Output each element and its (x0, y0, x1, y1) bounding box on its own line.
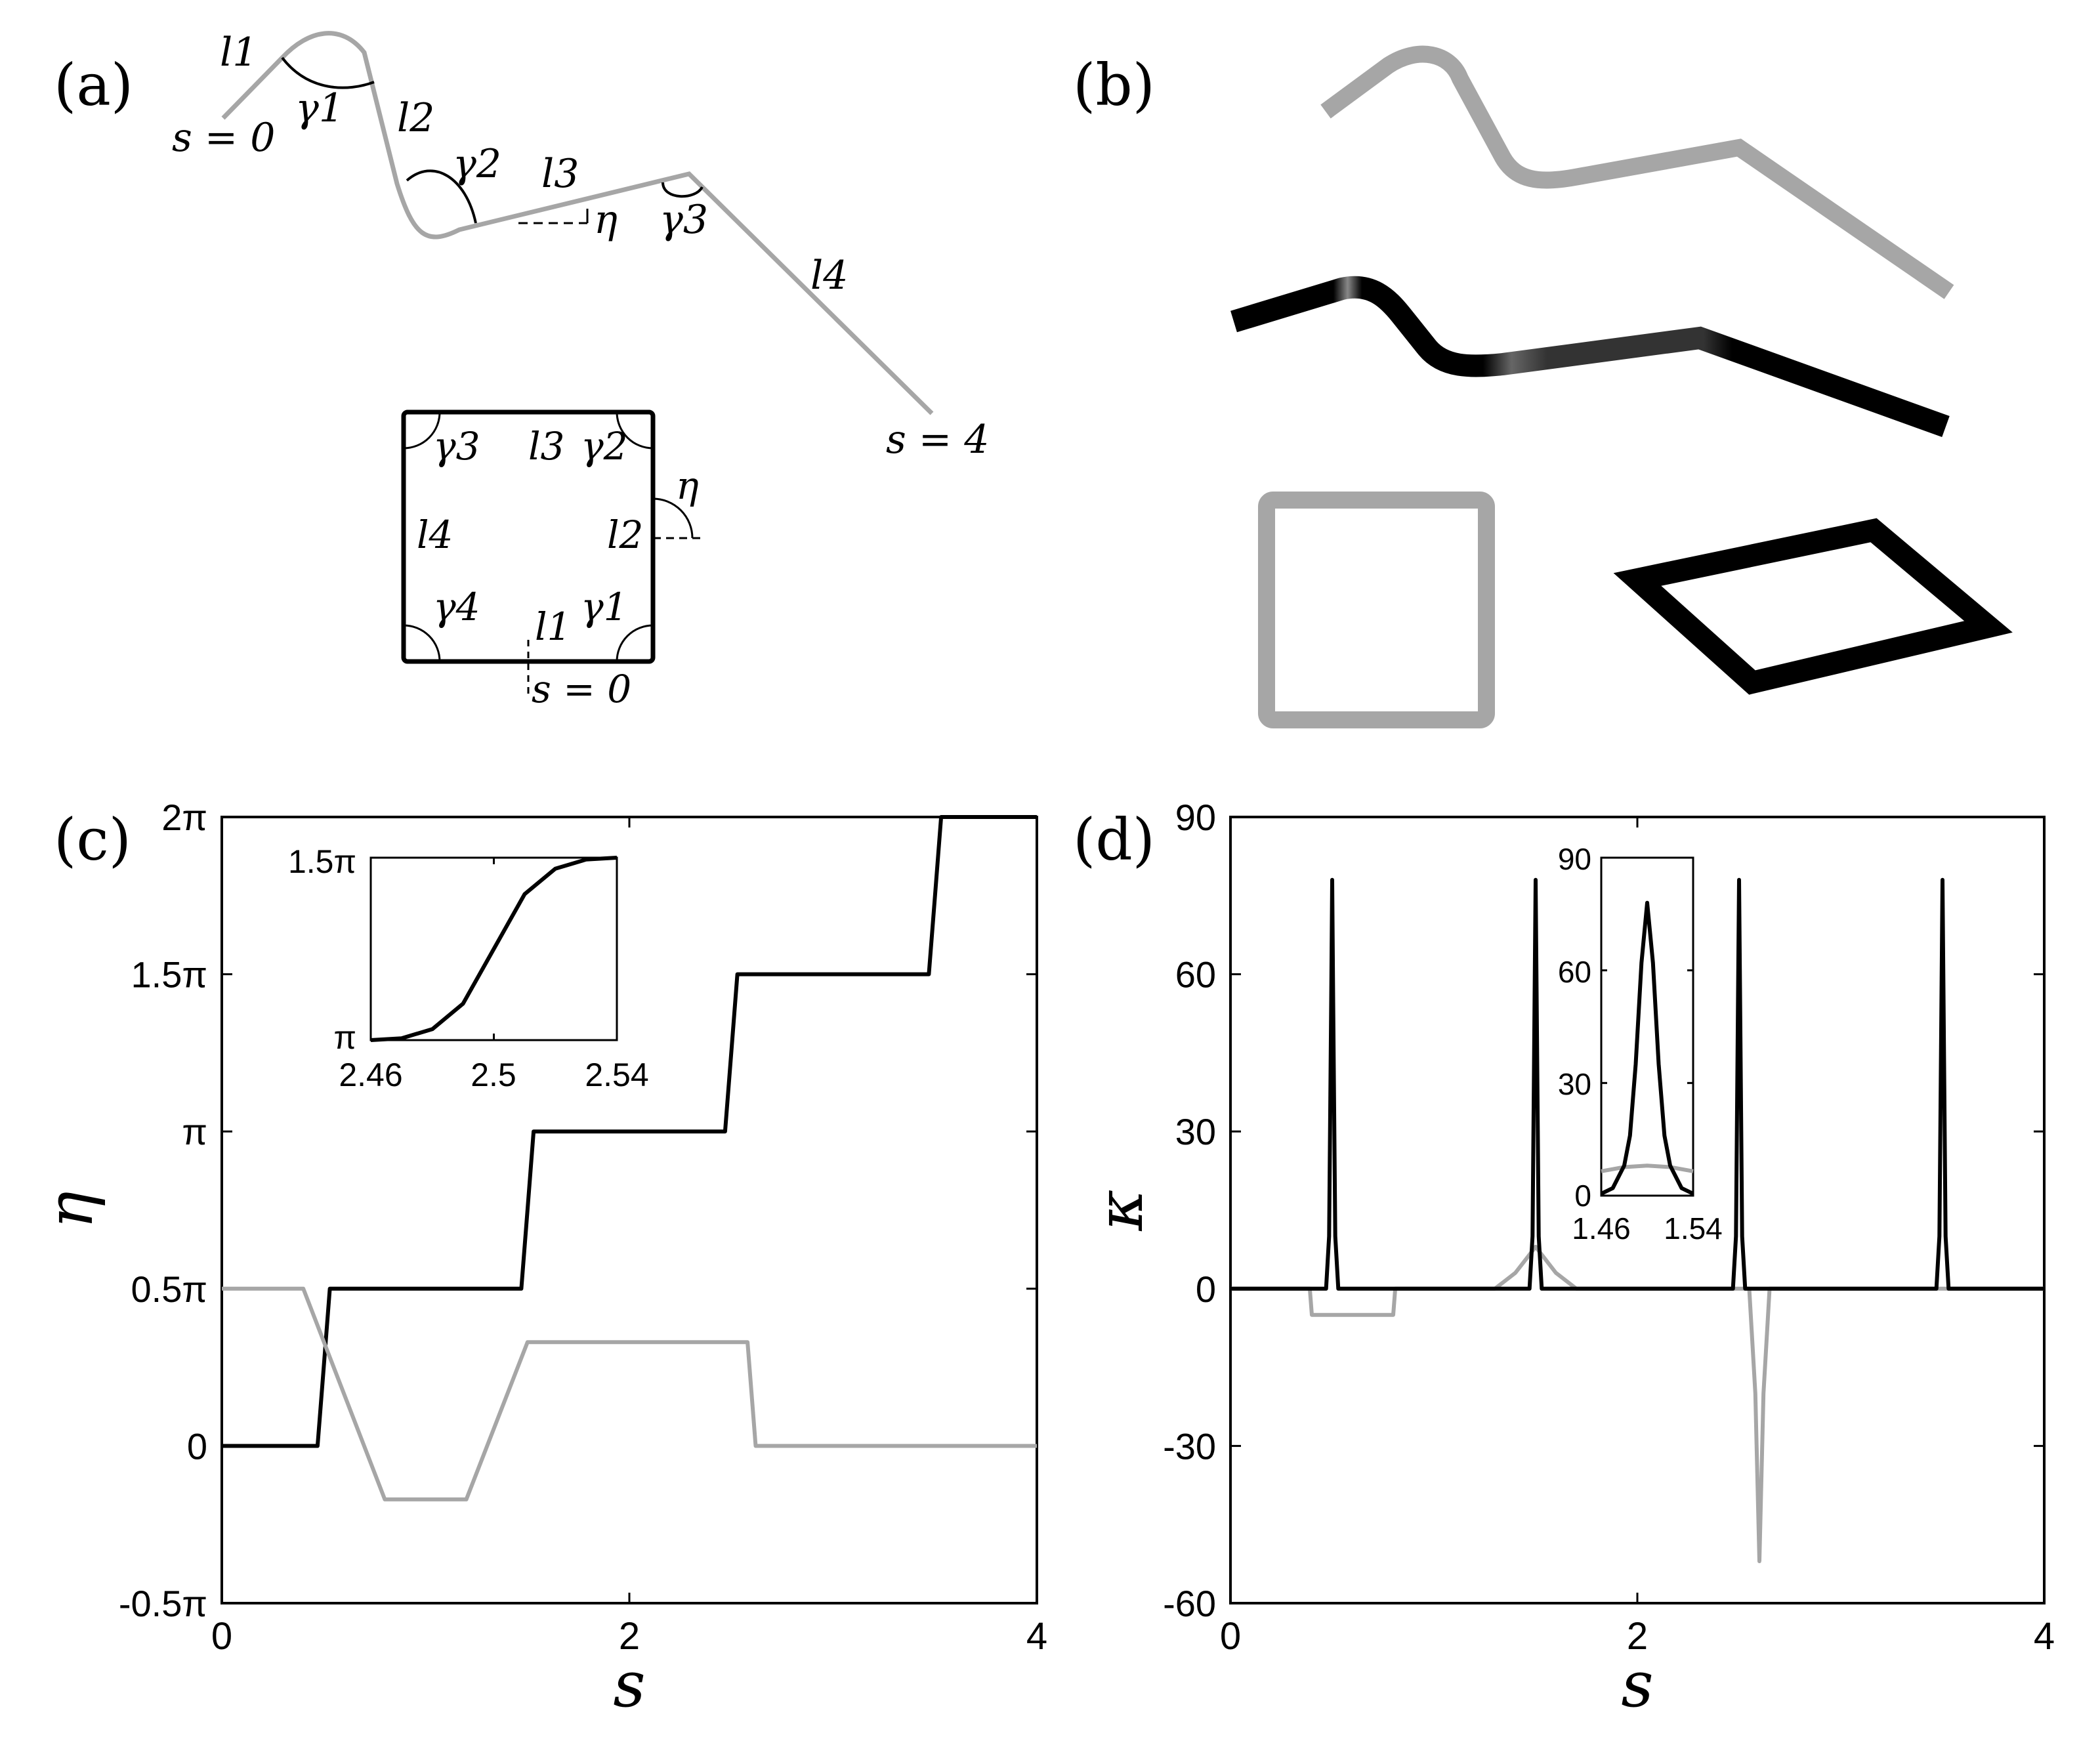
plot-d-x-tick-labels: 0 2 4 (1220, 1615, 2055, 1658)
plot-c-ytick-2pi: 2π (161, 797, 207, 838)
panel-c-label: (c) (54, 806, 131, 873)
square-label-l4: l4 (417, 513, 453, 557)
plot-c-ytick-pi: π (182, 1111, 207, 1152)
square-label-start: s = 0 (532, 667, 631, 711)
panel-b-label: (b) (1073, 51, 1155, 119)
plot-c-xtick-2: 2 (619, 1615, 640, 1658)
plot-c-inset-xtick-1: 2.5 (471, 1057, 516, 1093)
plot-c-inset-ytick-1-5-pi: 1.5π (288, 843, 356, 880)
gamma3-arc (662, 182, 704, 198)
plot-d-inset-ytick-60: 60 (1558, 955, 1591, 989)
open-label-end: s = 4 (886, 417, 989, 463)
plot-c-inset-xtick-2: 2.54 (585, 1057, 648, 1093)
open-label-eta: η (594, 197, 618, 243)
open-label-l4: l4 (810, 253, 848, 299)
plot-c-inset-ytick-pi: π (334, 1019, 357, 1056)
plot-d-inset-xtick-1: 1.54 (1664, 1211, 1723, 1246)
plot-c-xtick-0: 0 (211, 1615, 232, 1658)
square-gamma3-arc (403, 411, 441, 450)
plot-c-ylabel: η (33, 1191, 107, 1229)
open-label-gamma3: γ3 (660, 197, 708, 243)
plot-d-inset-series-square (1600, 900, 1694, 1196)
square-ribbon-gray (1258, 492, 1495, 728)
plot-d-inset-lines (1600, 900, 1694, 1196)
plot-d-ytick-neg60: -60 (1163, 1583, 1216, 1624)
plot-d-inset-ytick-0: 0 (1574, 1179, 1591, 1213)
plot-d-ytick-0: 0 (1196, 1268, 1216, 1310)
square-label-l2: l2 (607, 513, 643, 557)
plot-c-y-tick-labels: -0.5π 0 0.5π π 1.5π 2π (119, 797, 207, 1624)
gamma2-arc (406, 169, 477, 224)
square-gamma2-arc (616, 411, 654, 450)
plot-c-axes-box (220, 816, 1038, 1604)
plot-d-inset-series-open (1601, 1163, 1694, 1173)
plot-c-lines (222, 815, 1037, 1501)
plot-c-inset-xtick-0: 2.46 (339, 1057, 402, 1093)
square-loop (401, 409, 656, 664)
plot-d-ytick-30: 30 (1175, 1111, 1216, 1152)
plot-d-ytick-90: 90 (1175, 797, 1216, 838)
plot-d-y-tick-labels: -60 -30 0 30 60 90 (1163, 797, 1216, 1624)
open-label-l2: l2 (397, 95, 434, 141)
plot-c-ticks (220, 816, 1038, 1604)
plot-d-xtick-0: 0 (1220, 1615, 1241, 1658)
plot-d-ytick-neg30: -30 (1163, 1425, 1216, 1467)
plot-d-lines (1230, 877, 2044, 1564)
square-gamma1-arc (616, 624, 654, 662)
square-gamma4-arc (403, 624, 441, 662)
plot-c-series-square (222, 815, 1037, 1448)
open-label-gamma2: γ2 (453, 141, 501, 187)
plot-c-ytick-zero: 0 (187, 1425, 207, 1467)
plot-c-inset-lines (370, 856, 618, 1042)
plot-d-series-open (1230, 1244, 2044, 1564)
gamma1-arc (281, 56, 375, 89)
plot-c-ytick-half-pi: 0.5π (131, 1268, 207, 1310)
plot-d-series-square (1230, 877, 2044, 1291)
panel-a: (a) l1 l2 l3 l4 γ1 γ2 γ3 η s = 0 s = 4 γ… (54, 30, 989, 711)
plot-d-xtick-4: 4 (2034, 1615, 2055, 1658)
plot-c-x-tick-labels: 0 2 4 (211, 1615, 1047, 1658)
open-label-start: s = 0 (172, 115, 275, 161)
square-eta-arc (652, 497, 694, 539)
square-label-gamma2: γ2 (581, 424, 628, 469)
square-label-gamma4: γ4 (433, 585, 480, 629)
panel-b: (b) (1073, 45, 2013, 728)
plot-c-series-open (222, 1286, 1037, 1501)
panel-c: (c) 0 2 4 -0.5π 0 0.5π π 1.5π 2π s η 1.5… (33, 797, 1047, 1721)
plot-d-inset-ytick-30: 30 (1558, 1067, 1591, 1101)
plot-d-ytick-60: 60 (1175, 954, 1216, 995)
open-ribbon-black (1230, 276, 1950, 437)
panel-d: (d) 0 2 4 -60 -30 0 30 60 90 s κ 90 60 3… (1073, 797, 2055, 1721)
open-ribbon-gray (1320, 45, 1954, 299)
plot-c-inset-series-square (370, 856, 618, 1042)
plot-c-ytick-neg-half-pi: -0.5π (119, 1583, 207, 1624)
square-ribbon-black (1613, 518, 2013, 695)
plot-d-inset-ytick-90: 90 (1558, 842, 1591, 876)
square-label-eta: η (676, 463, 699, 508)
square-label-gamma3: γ3 (433, 424, 480, 469)
plot-d-xtick-2: 2 (1627, 1615, 1648, 1658)
plot-d-inset-ticks (1600, 856, 1694, 1197)
panel-d-label: (d) (1073, 806, 1155, 873)
plot-c-xtick-4: 4 (1026, 1615, 1047, 1658)
plot-d-ylabel: κ (1083, 1190, 1157, 1232)
square-label-l1: l1 (535, 604, 571, 649)
open-label-l1: l1 (220, 30, 257, 75)
open-filament (221, 31, 934, 415)
open-label-gamma1: γ1 (295, 85, 344, 131)
open-label-l3: l3 (541, 151, 579, 197)
square-label-gamma1: γ1 (581, 585, 628, 629)
square-label-l3: l3 (528, 424, 564, 469)
plot-c-xlabel: s (613, 1648, 645, 1721)
plot-c-ytick-1-5-pi: 1.5π (131, 954, 207, 995)
panel-a-label: (a) (54, 51, 133, 119)
plot-d-xlabel: s (1621, 1648, 1653, 1721)
plot-d-inset-xtick-0: 1.46 (1572, 1211, 1631, 1246)
